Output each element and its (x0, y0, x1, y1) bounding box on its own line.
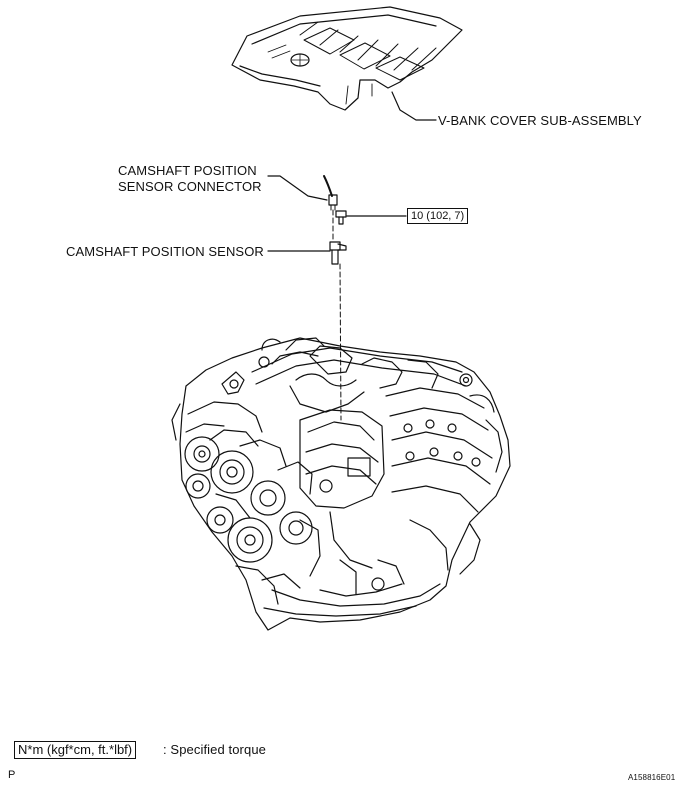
connector-leader (267, 175, 328, 201)
connector-label-line1: CAMSHAFT POSITION (118, 163, 257, 178)
connector-label-line2: SENSOR CONNECTOR (118, 179, 262, 194)
torque-unit-legend-box: N*m (kgf*cm, ft.*lbf) (14, 741, 137, 759)
installation-axis-line (332, 209, 342, 421)
torque-legend-description: : Specified torque (163, 742, 266, 757)
footer-left-mark: P (8, 769, 16, 781)
figure-id: A158816E01 (628, 773, 676, 782)
v-bank-cover-drawing (231, 6, 463, 111)
torque-callout-box: 10 (102, 7) (407, 208, 469, 224)
v-bank-cover-leader (391, 91, 437, 121)
sensor-connector-drawing (323, 175, 338, 211)
v-bank-cover-label: V-BANK COVER SUB-ASSEMBLY (438, 113, 642, 128)
engine-assembly-drawing (171, 337, 511, 631)
camshaft-sensor-label: CAMSHAFT POSITION SENSOR (66, 244, 264, 259)
sensor-bolt-drawing (335, 210, 347, 225)
camshaft-sensor-drawing (329, 241, 347, 265)
